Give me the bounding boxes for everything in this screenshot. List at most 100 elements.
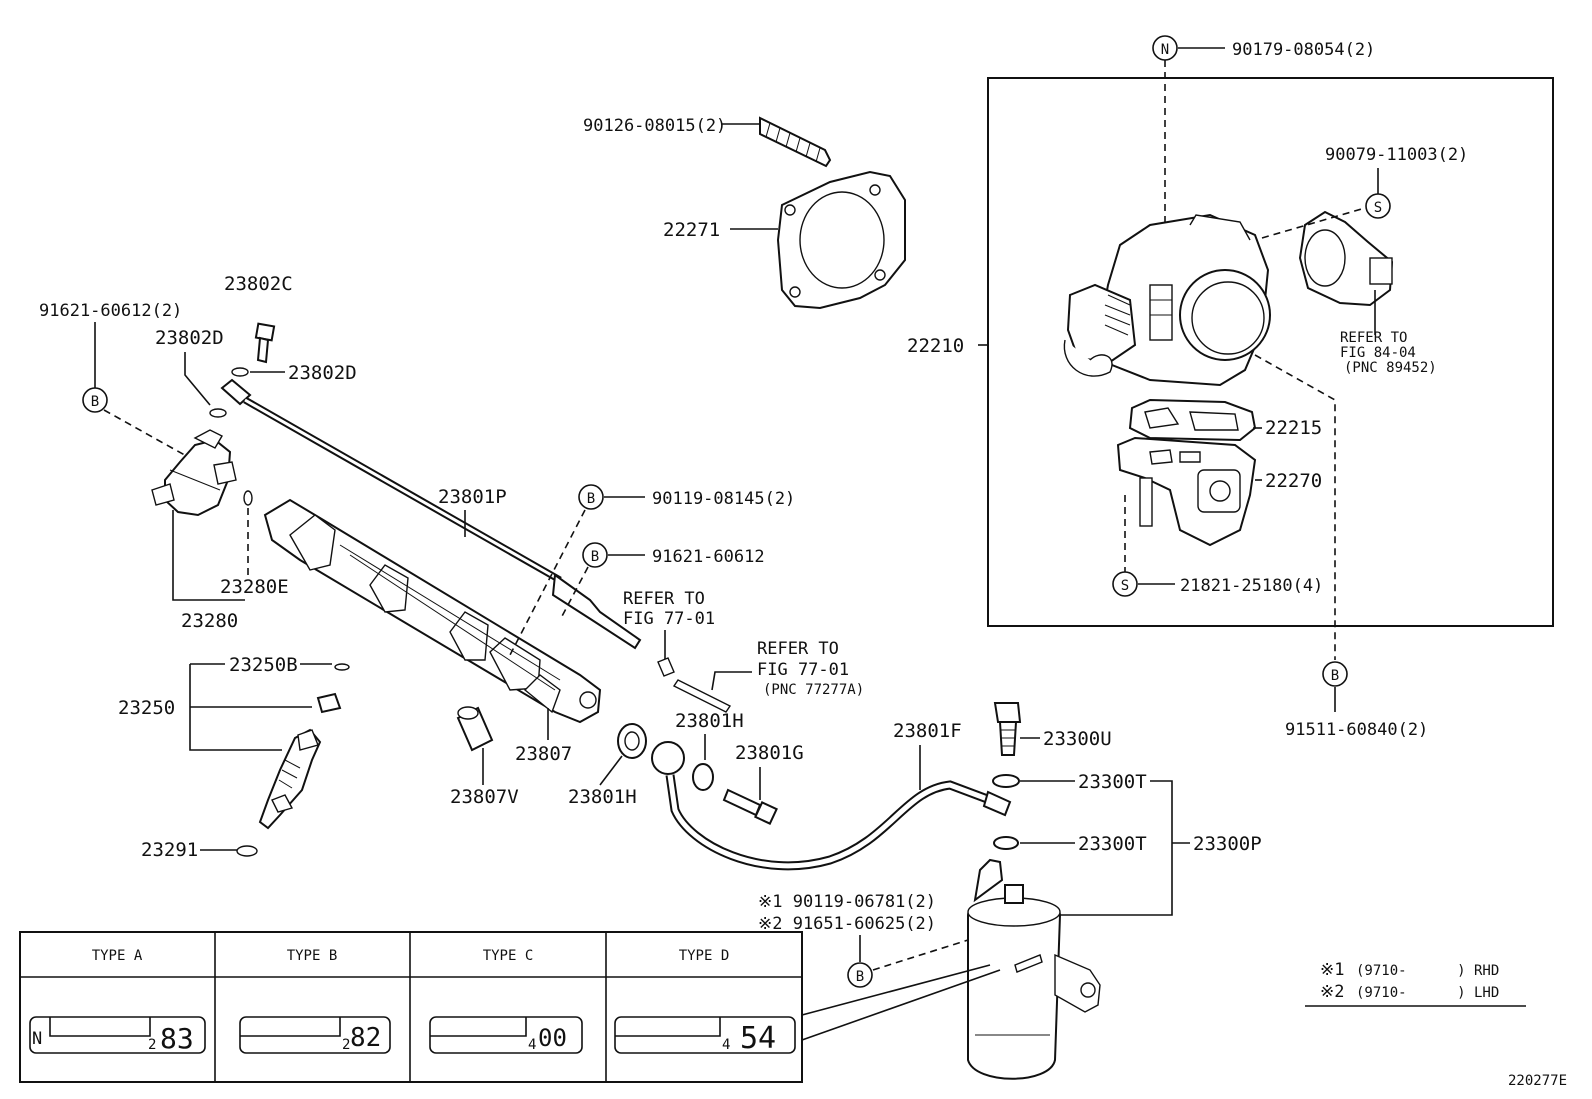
callout-b-filter[interactable]: B [847, 962, 873, 988]
stud-90126[interactable] [759, 116, 832, 168]
symbol-b-left: B [91, 394, 99, 410]
type-c-sub: 4 [528, 1037, 536, 1053]
label-90079-11003: 90079-11003(2) [1325, 145, 1468, 165]
refer-fig-84-line3: (PNC 89452) [1344, 360, 1437, 376]
refer-fig-84-line1: REFER TO [1340, 330, 1407, 346]
callout-b-90119-08145[interactable]: B 90119-08145(2) [578, 484, 795, 510]
gasket-23801h-b[interactable] [692, 763, 714, 791]
gasket-23300t-a[interactable] [992, 774, 1020, 788]
refer-fig-84-line2: FIG 84-04 [1340, 345, 1416, 361]
type-c-header: TYPE C [483, 948, 534, 964]
type-a-sub: 2 [148, 1037, 156, 1053]
union-bolt-23300u[interactable] [993, 702, 1022, 756]
pin[interactable] [672, 679, 732, 713]
label-22210: 22210 [907, 335, 964, 357]
label-23291: 23291 [141, 839, 198, 861]
type-a-header: TYPE A [92, 948, 143, 964]
label-90126-08015: 90126-08015(2) [583, 116, 726, 136]
label-23280e: 23280E [220, 576, 289, 598]
label-90119-08145: 90119-08145(2) [652, 489, 795, 509]
label-23801f: 23801F [893, 720, 962, 742]
symbol-s-2: S [1121, 578, 1129, 594]
refer-fig-77-b-line2: FIG 77-01 [757, 660, 849, 680]
symbol-b-90119: B [587, 491, 595, 507]
callout-n-90179[interactable]: N 90179-08054(2) [1152, 35, 1375, 290]
label-23250: 23250 [118, 697, 175, 719]
label-22215: 22215 [1265, 417, 1322, 439]
o-ring-23280e[interactable] [243, 490, 253, 506]
throttle-position-sensor[interactable] [1298, 210, 1394, 307]
legend-row1-text: (9710- ) RHD [1356, 963, 1499, 979]
legend: ※1 (9710- ) RHD ※2 (9710- ) LHD [1305, 960, 1526, 1007]
type-c-label[interactable]: 4 00 [429, 1016, 583, 1054]
label-23801h-b: 23801H [675, 710, 744, 732]
gasket-22215[interactable] [1128, 398, 1257, 442]
union-bolt-23802c[interactable] [254, 322, 276, 364]
type-d-label[interactable]: 4 54 [614, 1016, 796, 1056]
label-23801h-a: 23801H [568, 786, 637, 808]
type-b-value: 82 [350, 1023, 381, 1053]
label-23300t-a: 23300T [1078, 771, 1147, 793]
insulator-23807v[interactable] [456, 706, 494, 752]
symbol-s: S [1374, 200, 1382, 216]
type-b-sub: 2 [342, 1037, 350, 1053]
union-bolt-23801g[interactable] [722, 788, 778, 825]
label-23250b: 23250B [229, 654, 298, 676]
refer-fig-77-b-line3: (PNC 77277A) [763, 682, 864, 698]
label-23801p: 23801P [438, 486, 507, 508]
fuel-hose-23801f[interactable] [651, 741, 1012, 871]
callout-b-91621-2[interactable]: B [82, 387, 108, 413]
label-90179-08054: 90179-08054(2) [1232, 40, 1375, 60]
type-c-value: 00 [538, 1024, 567, 1052]
gasket-23802d-b[interactable] [231, 367, 249, 377]
label-22270: 22270 [1265, 470, 1322, 492]
o-ring-23250b[interactable] [334, 663, 350, 671]
label-23802d-b: 23802D [288, 362, 357, 384]
type-label-table: TYPE A TYPE B TYPE C TYPE D N 2 83 2 82 … [19, 931, 803, 1083]
gasket-23300t-b[interactable] [993, 836, 1019, 850]
callout-s-90079[interactable]: S 90079-11003(2) [1325, 145, 1468, 219]
pressure-regulator-23280[interactable] [151, 429, 237, 517]
figure-id: 220277E [1508, 1073, 1567, 1089]
label-23801g: 23801G [735, 742, 804, 764]
type-a-label[interactable]: N 2 83 [29, 1016, 206, 1055]
fuel-filter-23300p[interactable] [967, 858, 1101, 1080]
label-22271: 22271 [663, 219, 720, 241]
callout-b-91621[interactable]: B 91621-60612 [582, 542, 765, 568]
label-91621-60612: 91621-60612 [652, 547, 765, 567]
label-23807: 23807 [515, 743, 572, 765]
symbol-b-91621: B [591, 549, 599, 565]
label-23802d-a: 23802D [155, 327, 224, 349]
callout-b-91511[interactable]: B 91511-60840(2) [1285, 661, 1428, 740]
label-23300t-b: 23300T [1078, 833, 1147, 855]
label-m2-91651-60625: ※2 91651-60625(2) [758, 914, 936, 934]
label-23300p: 23300P [1193, 833, 1262, 855]
refer-fig-77-b-line1: REFER TO [757, 639, 839, 659]
legend-row2-mark: ※2 [1320, 982, 1344, 1002]
refer-fig-77-a-line1: REFER TO [623, 589, 705, 609]
label-23802c: 23802C [224, 273, 293, 295]
insulator-23250[interactable] [316, 692, 342, 714]
symbol-b-91511: B [1331, 668, 1339, 684]
label-21821-25180: 21821-25180(4) [1180, 576, 1323, 596]
isc-valve-22270[interactable] [1116, 436, 1257, 547]
type-b-label[interactable]: 2 82 [239, 1016, 391, 1054]
label-m1-90119-06781: ※1 90119-06781(2) [758, 892, 936, 912]
type-a-value: 83 [160, 1022, 194, 1055]
fuel-injector-23250[interactable] [258, 728, 322, 830]
delivery-pipe-23807[interactable] [263, 498, 602, 724]
label-91621-60612-2: 91621-60612(2) [39, 301, 182, 321]
type-b-header: TYPE B [287, 948, 338, 964]
o-ring-23291[interactable] [236, 845, 258, 857]
type-a-prefix: N [32, 1029, 42, 1049]
symbol-n: N [1161, 42, 1169, 58]
gasket-22271[interactable] [776, 170, 906, 310]
type-d-value: 54 [740, 1021, 776, 1056]
legend-row2-text: (9710- ) LHD [1356, 985, 1499, 1001]
throttle-body-22210[interactable] [1063, 213, 1271, 387]
gasket-23802d-a[interactable] [209, 408, 227, 418]
type-d-header: TYPE D [679, 948, 730, 964]
callout-s-21821[interactable]: S 21821-25180(4) [1112, 571, 1323, 597]
clip[interactable] [657, 657, 675, 677]
